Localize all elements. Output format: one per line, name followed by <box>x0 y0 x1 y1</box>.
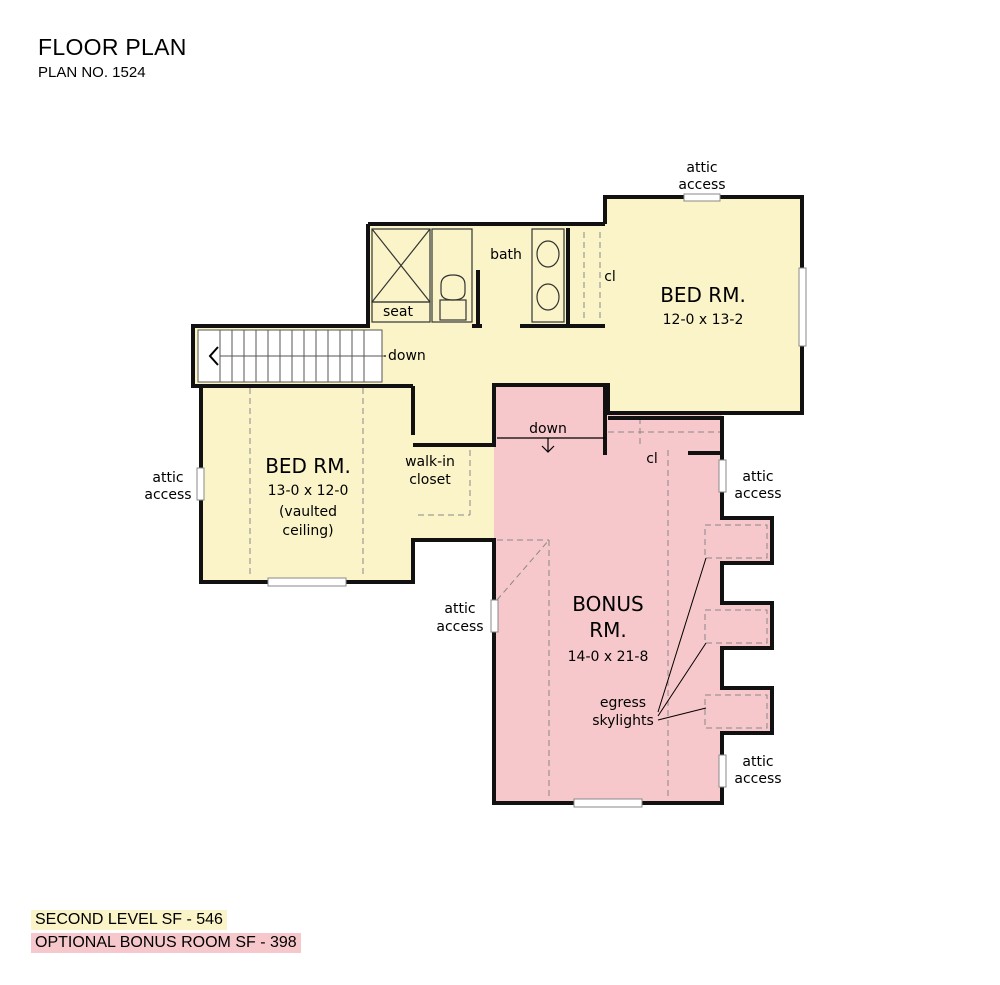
openings <box>196 193 807 808</box>
seat-label: seat <box>383 304 413 320</box>
bath-fixtures <box>371 228 565 323</box>
bonus-room-fill <box>494 385 770 803</box>
bed-room-2-note-1: (vaulted <box>279 504 337 520</box>
dashed-lines <box>249 232 768 800</box>
bed-room-2-size: 13-0 x 12-0 <box>268 483 349 499</box>
attic-access-top-2: access <box>678 177 725 193</box>
attic-access-right-2: access <box>734 486 781 502</box>
walk-in-closet-label-1: walk-in <box>405 454 455 470</box>
attic-access-bonus-left-2: access <box>436 619 483 635</box>
attic-access-bottom-1: attic <box>742 754 773 770</box>
walk-in-closet-label-2: closet <box>409 472 451 488</box>
bonus-room-name-1: BONUS <box>572 592 643 616</box>
attic-access-right-1: attic <box>742 469 773 485</box>
plan-title: FLOOR PLAN <box>38 34 187 60</box>
closet-label-2: cl <box>646 451 658 467</box>
bed-room-1-size: 12-0 x 13-2 <box>663 312 744 328</box>
bed-room-2-note-2: ceiling) <box>282 523 333 539</box>
egress-label-2: skylights <box>592 713 654 729</box>
attic-access-left-1: attic <box>152 470 183 486</box>
egress-leaders <box>657 557 707 721</box>
down-arrows <box>384 355 605 453</box>
egress-label-1: egress <box>600 695 646 711</box>
bath-label: bath <box>490 247 522 263</box>
attic-access-bonus-left-1: attic <box>444 601 475 617</box>
legend-second-level: SECOND LEVEL SF - 546 <box>31 910 227 930</box>
attic-access-left-2: access <box>144 487 191 503</box>
bonus-room-name-2: RM. <box>589 618 627 642</box>
attic-access-top-1: attic <box>686 160 717 176</box>
stairs-down-label: down <box>388 348 426 364</box>
closet-label-1: cl <box>604 269 616 285</box>
walls <box>191 195 804 805</box>
bonus-room-size: 14-0 x 21-8 <box>568 649 649 665</box>
legend-bonus-room: OPTIONAL BONUS ROOM SF - 398 <box>31 933 301 953</box>
bed-room-2-name: BED RM. <box>265 454 351 478</box>
attic-access-bottom-2: access <box>734 771 781 787</box>
staircase <box>197 329 384 383</box>
bed-room-1-name: BED RM. <box>660 283 746 307</box>
plan-number: PLAN NO. 1524 <box>38 64 146 81</box>
bonus-down-label: down <box>529 421 567 437</box>
